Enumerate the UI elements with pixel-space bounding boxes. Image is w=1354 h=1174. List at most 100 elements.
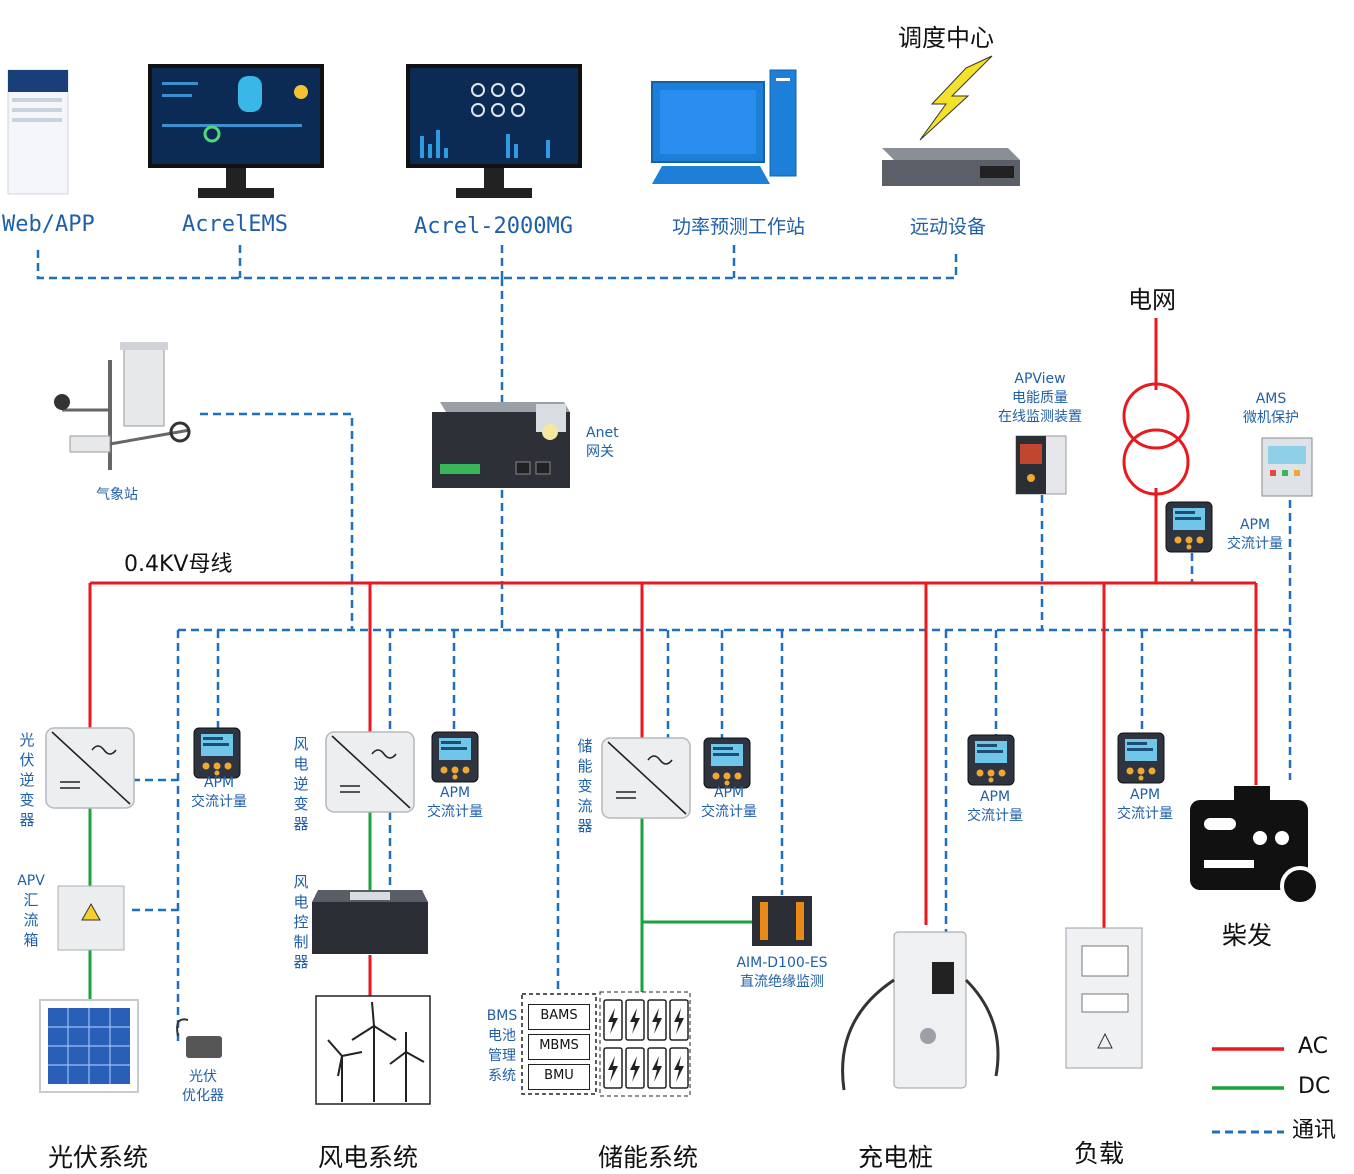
pv-optimizer-label-line1: 光伏 [189,1069,217,1085]
comm-lines [36,245,1292,1045]
gateway-label-line2: 网关 [586,444,614,460]
wind-inverter-label: 风电逆变器 [293,735,309,833]
remote-device-icon [882,148,1020,186]
wind-apm-label-line1: APM [439,785,471,801]
aim-label-line2: 直流绝缘监测 [740,974,824,990]
charging-apm-label-line2: 交流计量 [967,808,1023,824]
dispatch-center-label: 调度中心 [898,24,994,52]
load-apm-meter-icon [1117,732,1165,784]
pv-apm-meter-icon [193,727,241,779]
remote-device-label: 远动设备 [910,216,987,238]
legend-ac-label: AC [1298,1034,1329,1059]
storage-apm-label-line1: APM [713,785,745,801]
acrel-ems-label: AcrelEMS [182,212,288,237]
bmu-box: BMU [528,1064,590,1090]
bms-label-line4: 系统 [488,1068,516,1084]
apview-label-line2: 电能质量 [1012,390,1068,406]
dc-lines [88,808,752,1000]
storage-apm-label: APM 交流计量 [694,784,764,822]
wind-apm-meter-icon [431,731,479,783]
aim-label: AIM-D100-ES 直流绝缘监测 [728,954,836,992]
apm-grid-label-line2: 交流计量 [1227,536,1283,552]
wind-controller-icon [312,890,428,954]
storage-converter-label: 储能变流器 [577,737,593,835]
ams-device-icon [1261,437,1313,497]
load-apm-label-line1: APM [1129,787,1161,803]
gateway-label-line1: Anet [586,425,619,441]
web-app-label: Web/APP [2,212,95,237]
legend-comm-label: 通讯 [1292,1118,1337,1143]
wind-turbine-icon [315,995,431,1105]
storage-apm-label-line2: 交流计量 [701,804,757,820]
apview-label-line1: APView [1014,371,1066,387]
weather-station-icon [54,342,191,470]
charging-pile-icon [841,931,1000,1091]
diesel-label: 柴发 [1222,921,1273,950]
ac-lines [88,318,1258,998]
pv-apm-label: APM 交流计量 [186,774,252,812]
charging-system-label: 充电桩 [858,1143,934,1172]
wind-controller-label: 风电控制器 [293,873,309,971]
bams-box: BAMS [528,1004,590,1030]
lightning-icon [919,55,993,141]
pv-combiner-label: 汇流箱 [23,891,39,949]
pv-optimizer-label: 光伏 优化器 [178,1068,228,1106]
gateway-label: Anet 网关 [586,424,619,462]
apview-label-line3: 在线监测装置 [998,409,1082,425]
ams-label-line1: AMS [1255,391,1287,407]
apm-grid-label: APM 交流计量 [1222,516,1288,554]
bms-label-line3: 管理 [488,1048,516,1064]
bus-label: 0.4KV母线 [124,552,233,577]
wind-inverter-icon [325,731,415,813]
mbms-box: MBMS [528,1034,590,1060]
battery-rack-icon [599,991,691,1097]
pv-inverter-label: 光伏逆变器 [19,731,35,829]
web-app-device-icon [7,69,69,195]
aim-label-line1: AIM-D100-ES [736,955,828,971]
bms-label-line2: 电池 [488,1028,516,1044]
pv-apm-label-line1: APM [203,775,235,791]
pv-combiner-box-icon [57,885,125,951]
acrel-2000mg-monitor-icon [406,64,582,198]
grid-label: 电网 [1128,286,1176,314]
bms-frame [521,993,597,1095]
storage-system-label: 储能系统 [598,1143,699,1172]
gateway-device-icon [432,402,570,488]
apm-grid-meter-icon [1165,501,1213,553]
apview-label: APView 电能质量 在线监测装置 [988,370,1092,427]
bms-label: BMS 电池 管理 系统 [482,1006,522,1086]
pv-optimizer-icon [176,1018,222,1058]
wind-apm-label-line2: 交流计量 [427,804,483,820]
storage-apm-meter-icon [703,737,751,789]
acrel-2000mg-label: Acrel-2000MG [414,214,573,239]
charging-apm-meter-icon [967,734,1015,786]
load-apm-label: APM 交流计量 [1110,786,1180,824]
legend-dc-label: DC [1298,1074,1331,1099]
weather-label: 气象站 [96,487,138,503]
pv-system-label: 光伏系统 [48,1143,149,1172]
bms-label-line1: BMS [486,1008,518,1024]
load-system-label: 负载 [1074,1139,1125,1168]
ams-label: AMS 微机保护 [1238,390,1304,428]
legend [1212,1047,1284,1134]
apm-grid-label-line1: APM [1239,517,1271,533]
charging-apm-label-line1: APM [979,789,1011,805]
diesel-generator-icon [1190,786,1320,906]
pv-inverter-icon [45,727,135,809]
workstation-computer-icon [651,69,797,184]
pv-combiner-prefix: APV [17,873,45,889]
storage-converter-icon [601,737,691,819]
apview-device-icon [1015,435,1067,495]
load-cabinet-icon [1065,927,1143,1069]
pv-panel-icon [39,999,139,1093]
charging-apm-label: APM 交流计量 [960,788,1030,826]
wind-apm-label: APM 交流计量 [420,784,490,822]
pv-apm-label-line2: 交流计量 [191,794,247,810]
load-apm-label-line2: 交流计量 [1117,806,1173,822]
workstation-label: 功率预测工作站 [672,216,806,238]
ams-label-line2: 微机保护 [1243,410,1299,426]
aim-device-icon [752,896,812,946]
acrel-ems-monitor-icon [148,64,324,198]
wind-system-label: 风电系统 [318,1143,419,1172]
